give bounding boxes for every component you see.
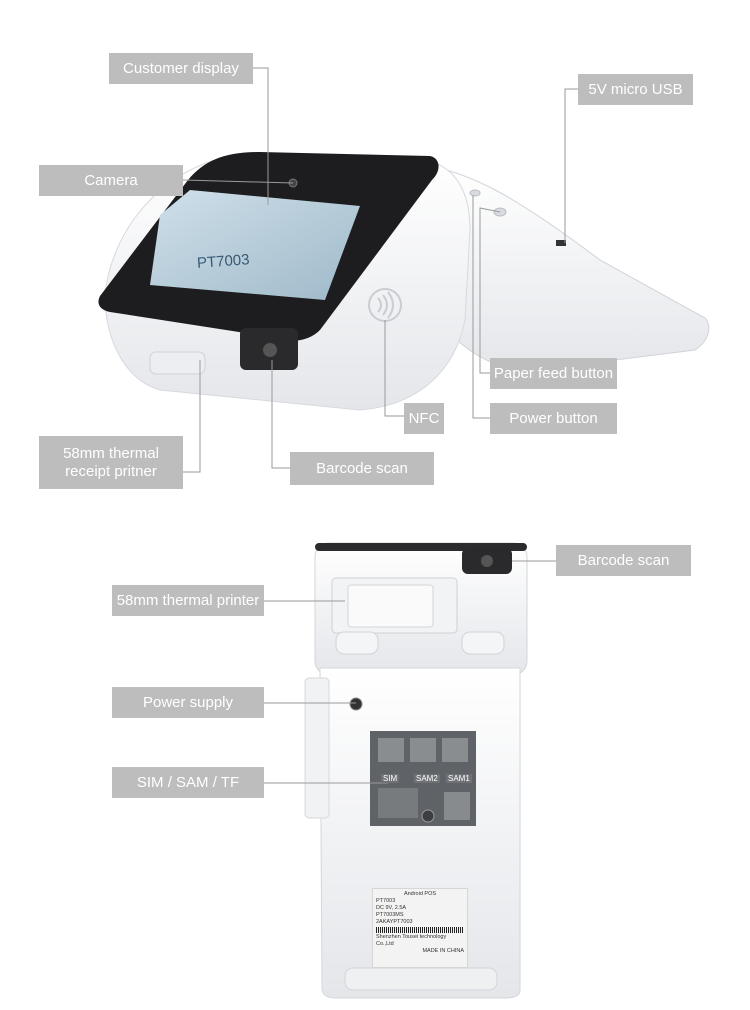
callout-barcode-scan-top: Barcode scan	[290, 452, 434, 485]
sticker-input: DC 9V, 2.5A	[376, 905, 407, 911]
product-sticker: Android POS PT7003 DC 9V, 2.5A PT7003MS …	[372, 888, 468, 968]
callout-paper-feed: Paper feed button	[490, 358, 617, 389]
sticker-model: PT7003	[376, 898, 396, 904]
callout-receipt-printer: 58mm thermal receipt pritner	[39, 436, 183, 489]
sticker-made-in: MADE IN CHINA	[422, 948, 464, 954]
sticker-part-no: PT7003MS	[376, 912, 404, 918]
callout-thermal-printer: 58mm thermal printer	[112, 585, 264, 616]
sticker-fcc-id: 2AKAYPT7003	[376, 919, 413, 925]
sticker-barcode	[376, 927, 464, 933]
screen-model-text: PT7003	[196, 251, 251, 272]
slot-label-sim: SIM	[381, 774, 400, 783]
slot-label-sam2: SAM2	[414, 774, 440, 783]
leader-lines	[182, 67, 578, 784]
pos-terminal-rear	[304, 542, 528, 999]
callout-camera: Camera	[39, 165, 183, 196]
sticker-title: Android POS	[403, 891, 437, 897]
customer-display-screen	[150, 190, 360, 300]
power-jack	[349, 697, 363, 711]
pos-terminal-angled	[98, 152, 710, 411]
sticker-manufacturer: Shenzhen Tousei technology Co.,Ltd	[376, 934, 447, 947]
callout-nfc: NFC	[404, 403, 444, 434]
callout-micro-usb: 5V micro USB	[578, 74, 693, 105]
callout-power-supply: Power supply	[112, 687, 264, 718]
callout-sim-sam-tf: SIM / SAM / TF	[112, 767, 264, 798]
callout-customer-display: Customer display	[109, 53, 253, 84]
callout-power-button: Power button	[490, 403, 617, 434]
callout-barcode-scan-rear: Barcode scan	[556, 545, 691, 576]
usb-port	[556, 240, 566, 246]
slot-label-sam1: SAM1	[446, 774, 472, 783]
